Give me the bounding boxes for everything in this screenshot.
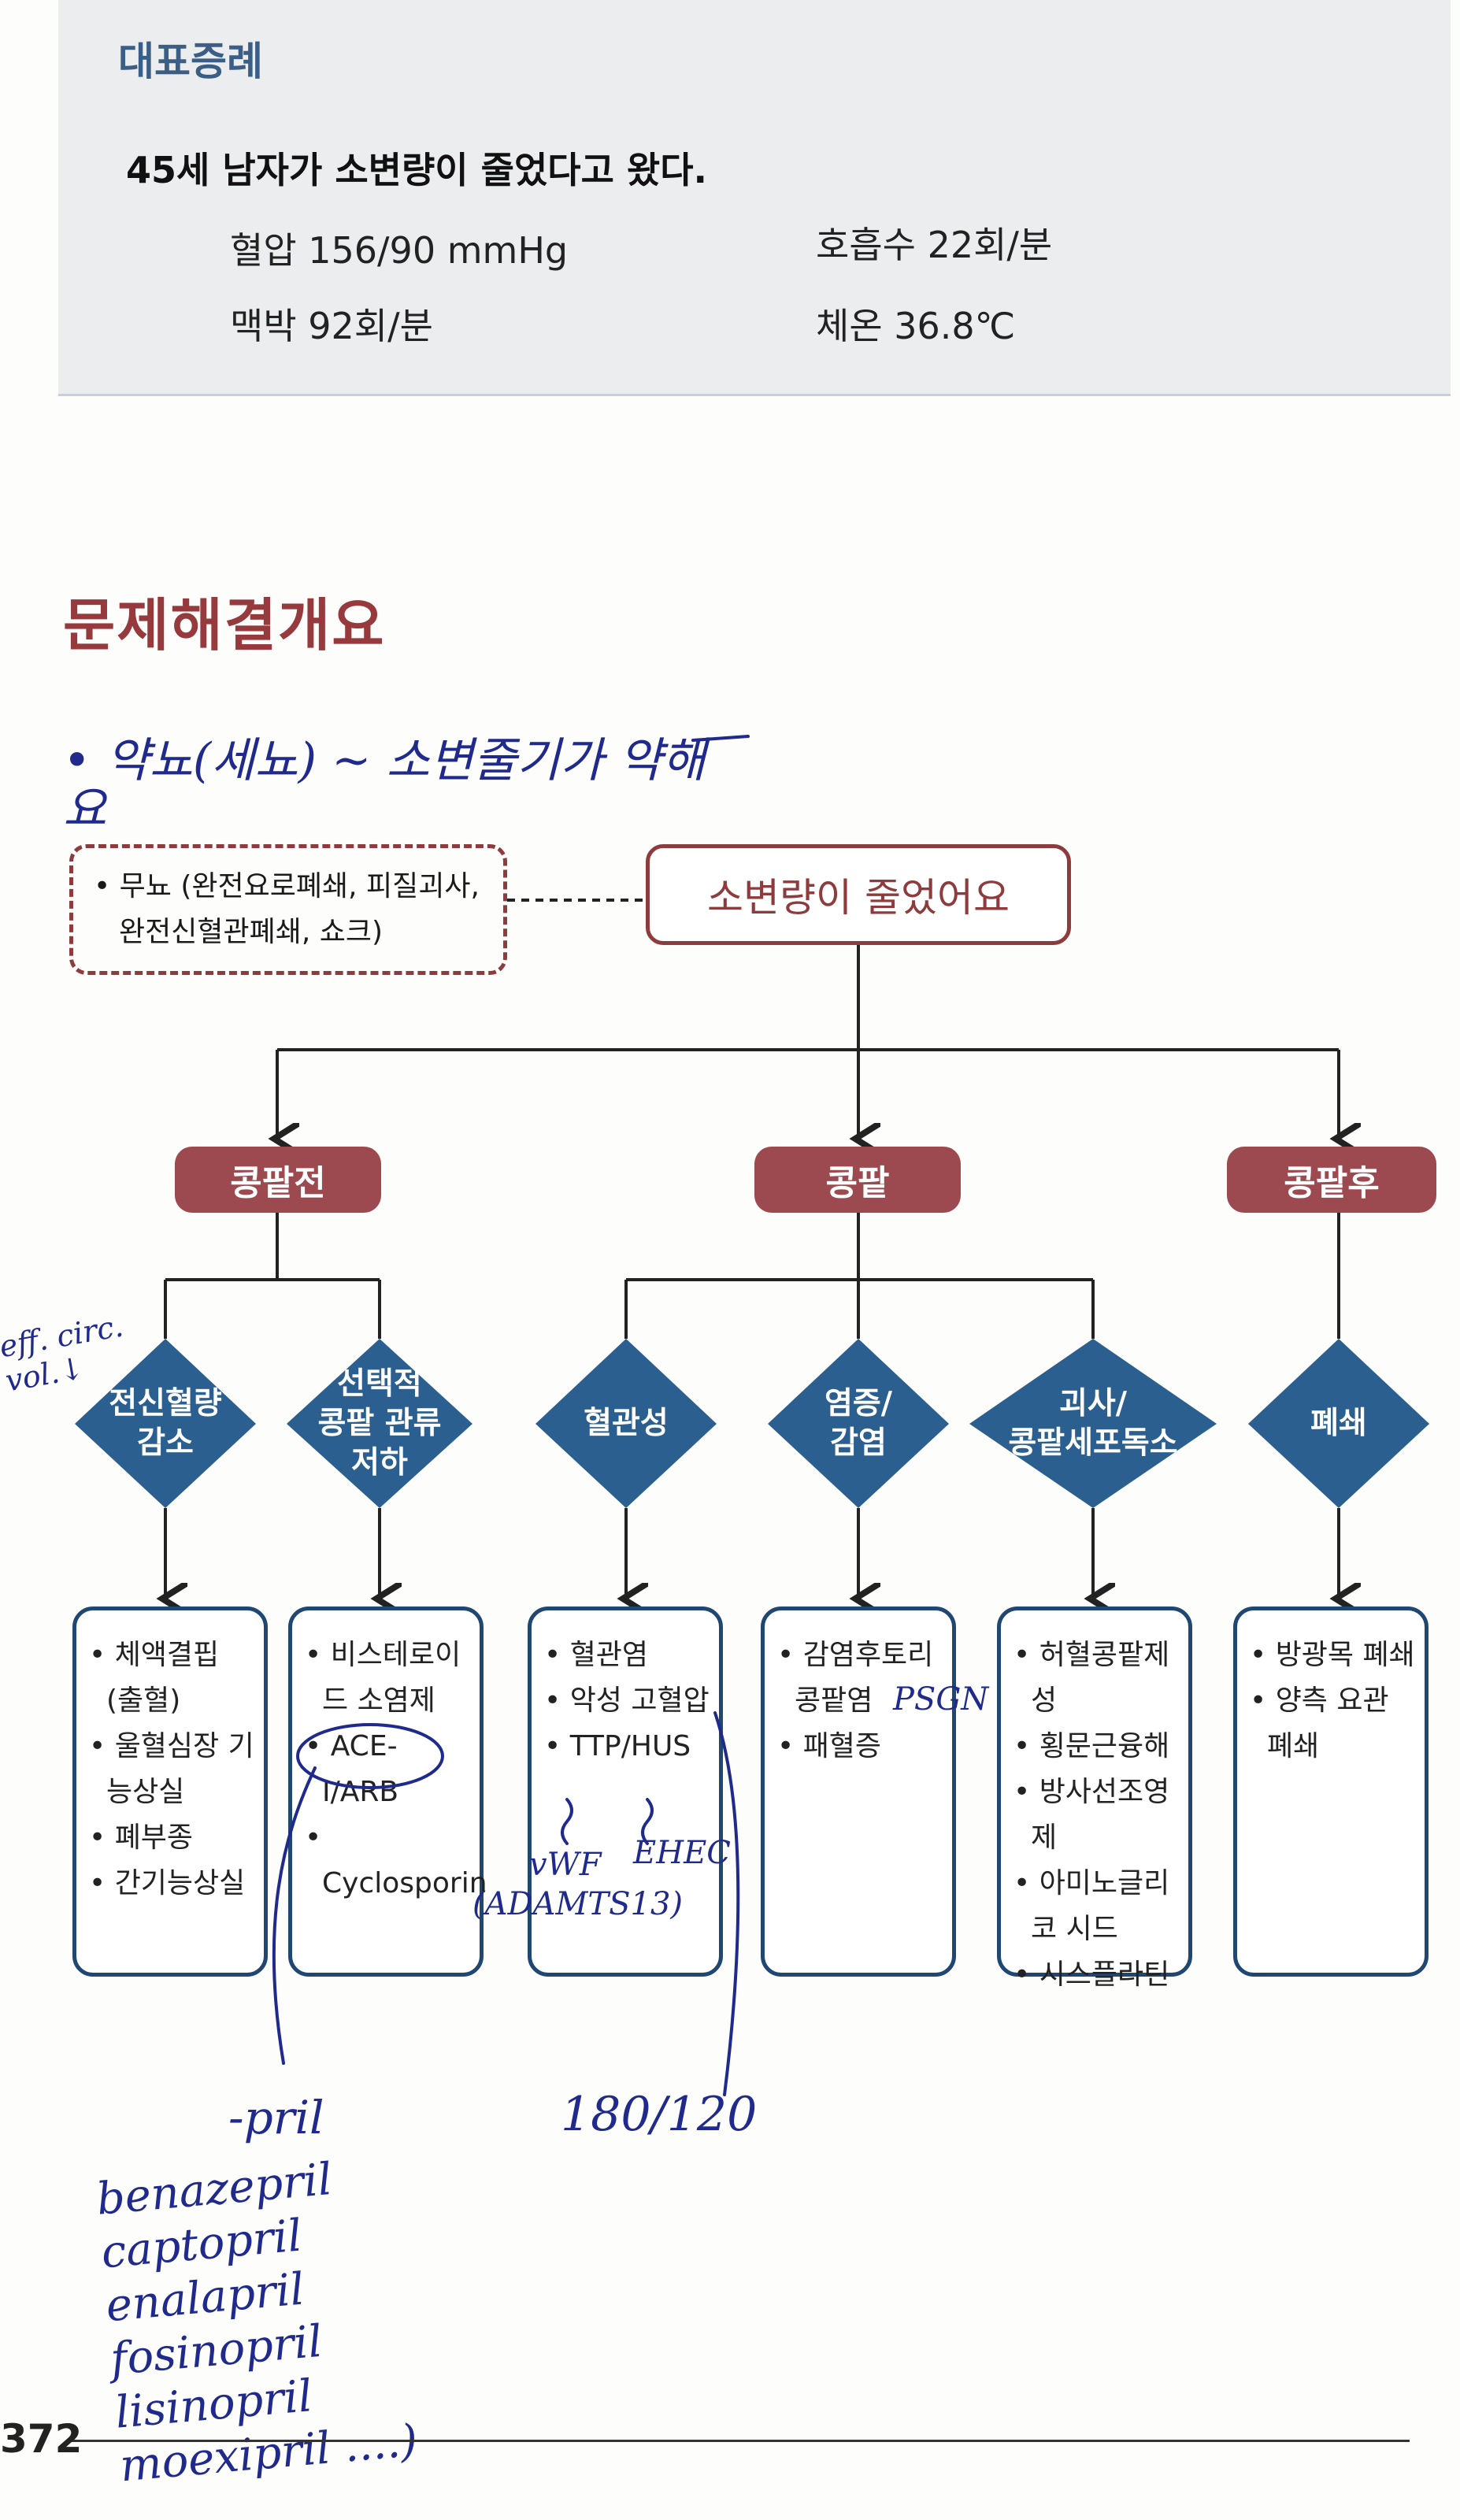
- list-item: 횡문근융해: [1013, 1724, 1180, 1770]
- list-item: 방사선조영제: [1013, 1770, 1180, 1861]
- list-item: ACE-I/ARB: [305, 1724, 472, 1815]
- diamond-shape: [969, 1339, 1217, 1508]
- category-prerenal: 콩팥전: [175, 1147, 381, 1213]
- section-title: 문제해결개요: [63, 592, 386, 658]
- vital-temp: 체온 36.8℃: [816, 305, 1016, 347]
- leaf-box-necrosis: 허혈콩팥제성 횡문근융해 방사선조영제 아미노글리코 시드 시스플라틴: [997, 1606, 1192, 1991]
- footer-rule: [71, 2440, 1410, 2442]
- category-renal: 콩팥: [754, 1147, 961, 1213]
- anuria-note-line2: 완전신혈관폐쇄, 쇼크): [119, 916, 384, 948]
- list-item: 혈관염: [544, 1632, 711, 1678]
- cause-vascular: 혈관성: [584, 1406, 669, 1441]
- list-item: 폐부종: [89, 1815, 256, 1861]
- leaf-box-vascular: 혈관염 악성 고혈압 TTP/HUS: [528, 1606, 723, 1977]
- category-postrenal: 콩팥후: [1227, 1147, 1436, 1213]
- cause-necrosis-nephrotoxin: 괴사/콩팥세포독소: [1008, 1386, 1178, 1461]
- list-item: 허혈콩팥제성: [1013, 1632, 1180, 1724]
- case-heading: 대표증례: [118, 39, 263, 84]
- handwritten-pril: -pril: [228, 2091, 324, 2144]
- case-statement: 45세 남자가 소변량이 줄었다고 왔다.: [126, 149, 708, 191]
- vital-pulse: 맥박 92회/분: [230, 305, 433, 347]
- list-item: 감염후토리 콩팥염: [777, 1632, 944, 1724]
- list-item: TTP/HUS: [544, 1724, 711, 1770]
- list-item: 비스테로이드 소염제: [305, 1632, 472, 1724]
- cause-obstruction: 폐쇄: [1310, 1406, 1367, 1441]
- handwritten-vwf: vWF: [529, 1847, 602, 1883]
- vital-bp: 혈압 156/90 mmHg: [230, 229, 569, 272]
- anuria-note-box: • 무뇨 (완전요로폐쇄, 피질괴사, 완전신혈관폐쇄, 쇼크): [69, 844, 507, 975]
- vital-rr: 호흡수 22회/분: [816, 224, 1053, 266]
- list-item: 악성 고혈압: [544, 1678, 711, 1724]
- diamond-shape: [1248, 1339, 1429, 1508]
- list-item: 체액결핍 (출혈): [89, 1632, 256, 1724]
- list-item: 아미노글리코 시드: [1013, 1861, 1180, 1952]
- handwritten-psgn: PSGN: [893, 1681, 989, 1718]
- anuria-note-line1: • 무뇨 (완전요로폐쇄, 피질괴사,: [94, 870, 480, 902]
- handwritten-bp-value: 180/120: [561, 2087, 758, 2142]
- list-item: 울혈심장 기능상실: [89, 1724, 256, 1815]
- list-item: 패혈증: [777, 1724, 944, 1770]
- diamond-shape: [535, 1339, 717, 1508]
- handwritten-adamts13: (ADAMTS13): [472, 1886, 683, 1922]
- diamond-shape: [287, 1339, 472, 1508]
- diamond-shape: [768, 1339, 949, 1508]
- page-number: 372: [0, 2416, 83, 2462]
- leaf-box-obstruction: 방광목 폐쇄 양측 요관 폐쇄: [1233, 1606, 1429, 1977]
- list-item: 방광목 폐쇄: [1250, 1632, 1417, 1678]
- leaf-box-selective: 비스테로이드 소염제 ACE-I/ARB Cyclosporin: [288, 1606, 487, 1977]
- cause-inflammation: 염증/감염: [824, 1386, 892, 1461]
- root-node: 소변량이 줄었어요: [646, 844, 1071, 945]
- handwritten-ehec: EHEC: [633, 1835, 731, 1871]
- case-box: [58, 0, 1451, 396]
- list-item: 시스플라틴: [1013, 1952, 1180, 1998]
- diamond-shape: [75, 1339, 256, 1508]
- list-item: Cyclosporin: [305, 1815, 487, 1907]
- list-item: 간기능상실: [89, 1861, 256, 1907]
- list-item: 양측 요관 폐쇄: [1250, 1678, 1417, 1770]
- handwritten-note-top: • 약뇨(세뇨) ~ 소변줄기가 약해요: [63, 733, 706, 837]
- leaf-box-hypovolemia: 체액결핍 (출혈) 울혈심장 기능상실 폐부종 간기능상실: [72, 1606, 268, 1977]
- leaf-box-inflammation: 감염후토리 콩팥염 패혈증: [761, 1606, 956, 1977]
